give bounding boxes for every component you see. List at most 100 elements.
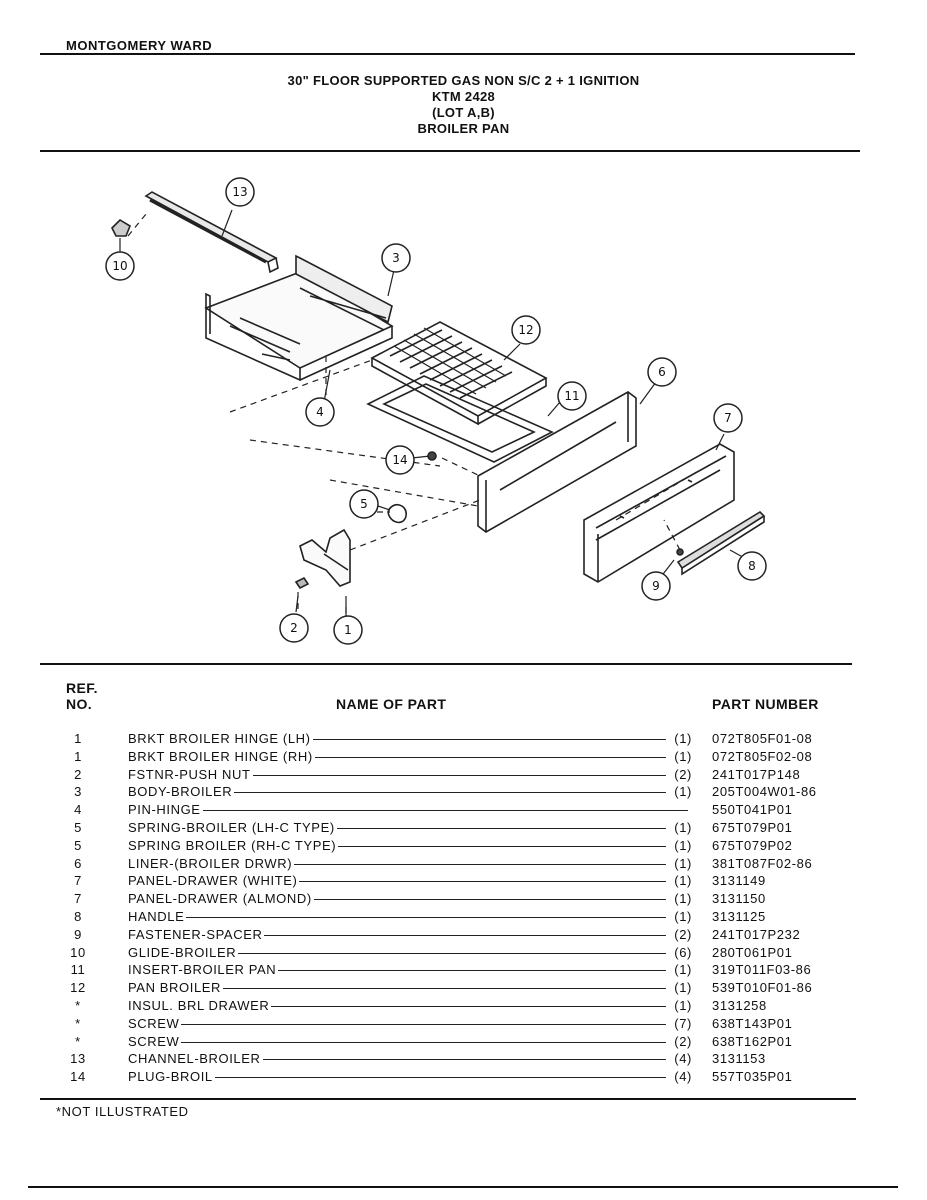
part-name-cell: PIN-HINGE bbox=[128, 801, 203, 819]
callout-9: 9 bbox=[641, 571, 671, 601]
part-name-cell: BRKT BROILER HINGE (RH) bbox=[128, 747, 315, 766]
part-name-cell: PANEL-DRAWER (ALMOND) bbox=[128, 890, 314, 908]
svg-text:3: 3 bbox=[392, 251, 400, 265]
quantity-cell: (1) bbox=[666, 907, 692, 926]
part-name-cell: FASTENER-SPACER bbox=[128, 925, 265, 944]
glide-broiler-drawing bbox=[111, 218, 131, 237]
ref-cell: 10 bbox=[70, 944, 86, 960]
part-number-cell: 550T041P01 bbox=[712, 802, 793, 818]
ref-cell: * bbox=[75, 1015, 81, 1031]
part-number-cell: 539T010F01-86 bbox=[712, 980, 813, 996]
ref-cell: * bbox=[75, 997, 81, 1013]
part-number-cell: 072T805F02-08 bbox=[712, 748, 813, 764]
part-number-cell: 241T017P232 bbox=[712, 926, 801, 942]
title-line-2: KTM 2428 bbox=[431, 89, 496, 104]
part-number-cell: 205T004W01-86 bbox=[712, 784, 817, 800]
part-name-cell: INSERT-BROILER PAN bbox=[128, 961, 279, 980]
quantity-cell: (4) bbox=[666, 1068, 692, 1086]
quantity-cell: (1) bbox=[666, 783, 692, 802]
broiler-hinge-bracket-drawing bbox=[299, 528, 351, 587]
dotted-leader bbox=[128, 810, 688, 812]
callout-11: 11 bbox=[557, 381, 587, 411]
dotted-leader bbox=[128, 739, 666, 740]
quantity-cell: (4) bbox=[666, 1050, 692, 1069]
ref-cell: 14 bbox=[70, 1069, 86, 1085]
ref-cell: 1 bbox=[74, 731, 82, 746]
fastener-spacer-drawing bbox=[676, 548, 684, 556]
quantity-cell: (1) bbox=[666, 854, 692, 873]
part-name-cell: PLUG-BROIL bbox=[128, 1068, 215, 1086]
part-number-header: PART NUMBER bbox=[712, 696, 819, 712]
callout-5: 5 bbox=[349, 489, 379, 519]
dotted-leader bbox=[128, 1077, 666, 1079]
document-title: 30" FLOOR SUPPORTED GAS NON S/C 2 + 1 IG… bbox=[0, 73, 927, 137]
quantity-cell: (1) bbox=[666, 961, 692, 980]
quantity-cell: (6) bbox=[666, 943, 692, 962]
dotted-leader bbox=[128, 881, 666, 883]
title-line-1: 30" FLOOR SUPPORTED GAS NON S/C 2 + 1 IG… bbox=[287, 73, 640, 88]
part-name-cell: INSUL. BRL DRAWER bbox=[128, 996, 272, 1015]
panel-drawer-drawing bbox=[583, 443, 735, 583]
ref-cell: 4 bbox=[74, 802, 82, 818]
ref-cell: 7 bbox=[74, 873, 82, 889]
svg-text:1: 1 bbox=[344, 623, 352, 637]
quantity-cell: (1) bbox=[666, 836, 692, 855]
part-number-cell: 3131150 bbox=[712, 891, 766, 907]
pan-broiler-drawing bbox=[370, 321, 548, 426]
svg-text:13: 13 bbox=[232, 185, 247, 199]
ref-cell: 5 bbox=[74, 819, 82, 835]
svg-text:5: 5 bbox=[360, 497, 368, 511]
not-illustrated-note: *NOT ILLUSTRATED bbox=[56, 1104, 189, 1119]
liner-broiler-drawer-drawing bbox=[477, 391, 637, 533]
channel-broiler-drawing bbox=[144, 191, 279, 274]
svg-text:7: 7 bbox=[724, 411, 732, 425]
part-number-cell: 319T011F03-86 bbox=[712, 962, 812, 978]
part-number-cell: 072T805F01-08 bbox=[712, 731, 813, 746]
part-number-cell: 3131149 bbox=[712, 873, 766, 889]
dotted-leader bbox=[128, 756, 666, 758]
part-number-cell: 638T162P01 bbox=[712, 1033, 793, 1049]
part-name-cell: SPRING-BROILER (LH-C TYPE) bbox=[128, 818, 337, 837]
svg-text:8: 8 bbox=[748, 559, 756, 573]
ref-cell: 11 bbox=[70, 962, 86, 978]
body-broiler-drawing bbox=[204, 254, 394, 382]
callout-circles: 13 10 3 12 4 11 6 7 14 5 8 9 2 1 bbox=[105, 177, 767, 645]
ref-cell: 1 bbox=[74, 748, 82, 764]
quantity-cell: (2) bbox=[666, 765, 692, 784]
quantity-cell: (1) bbox=[666, 890, 692, 908]
exploded-parts-diagram: 13 10 3 12 4 11 6 7 14 5 8 9 2 1 bbox=[105, 177, 767, 645]
ref-cell: 9 bbox=[74, 926, 82, 942]
callout-7: 7 bbox=[713, 403, 743, 433]
title-line-3: (LOT A,B) bbox=[432, 105, 495, 120]
table-row: *SCREW(7)638T143P01 bbox=[0, 1014, 927, 1033]
insert-broiler-pan-drawing bbox=[366, 375, 554, 463]
table-row: *SCREW(2)638T162P01 bbox=[0, 1032, 927, 1051]
part-name-cell: SCREW bbox=[128, 1032, 182, 1051]
quantity-cell: (1) bbox=[666, 979, 692, 997]
ref-cell: 13 bbox=[70, 1051, 86, 1067]
ref-header: REF. bbox=[66, 680, 98, 696]
callout-13: 13 bbox=[225, 177, 255, 207]
part-name-cell: BODY-BROILER bbox=[128, 783, 235, 802]
dotted-leader bbox=[128, 774, 666, 776]
no-header: NO. bbox=[66, 696, 93, 712]
dotted-leader bbox=[128, 970, 666, 972]
dotted-leader bbox=[128, 1005, 666, 1007]
dotted-leader bbox=[128, 792, 666, 794]
brand-name: MONTGOMERY WARD bbox=[66, 38, 213, 53]
part-name-cell: SCREW bbox=[128, 1014, 182, 1033]
part-name-cell: LINER-(BROILER DRWR) bbox=[128, 854, 295, 873]
part-name-cell: PANEL-DRAWER (WHITE) bbox=[128, 872, 300, 891]
part-name-cell: GLIDE-BROILER bbox=[128, 943, 239, 962]
